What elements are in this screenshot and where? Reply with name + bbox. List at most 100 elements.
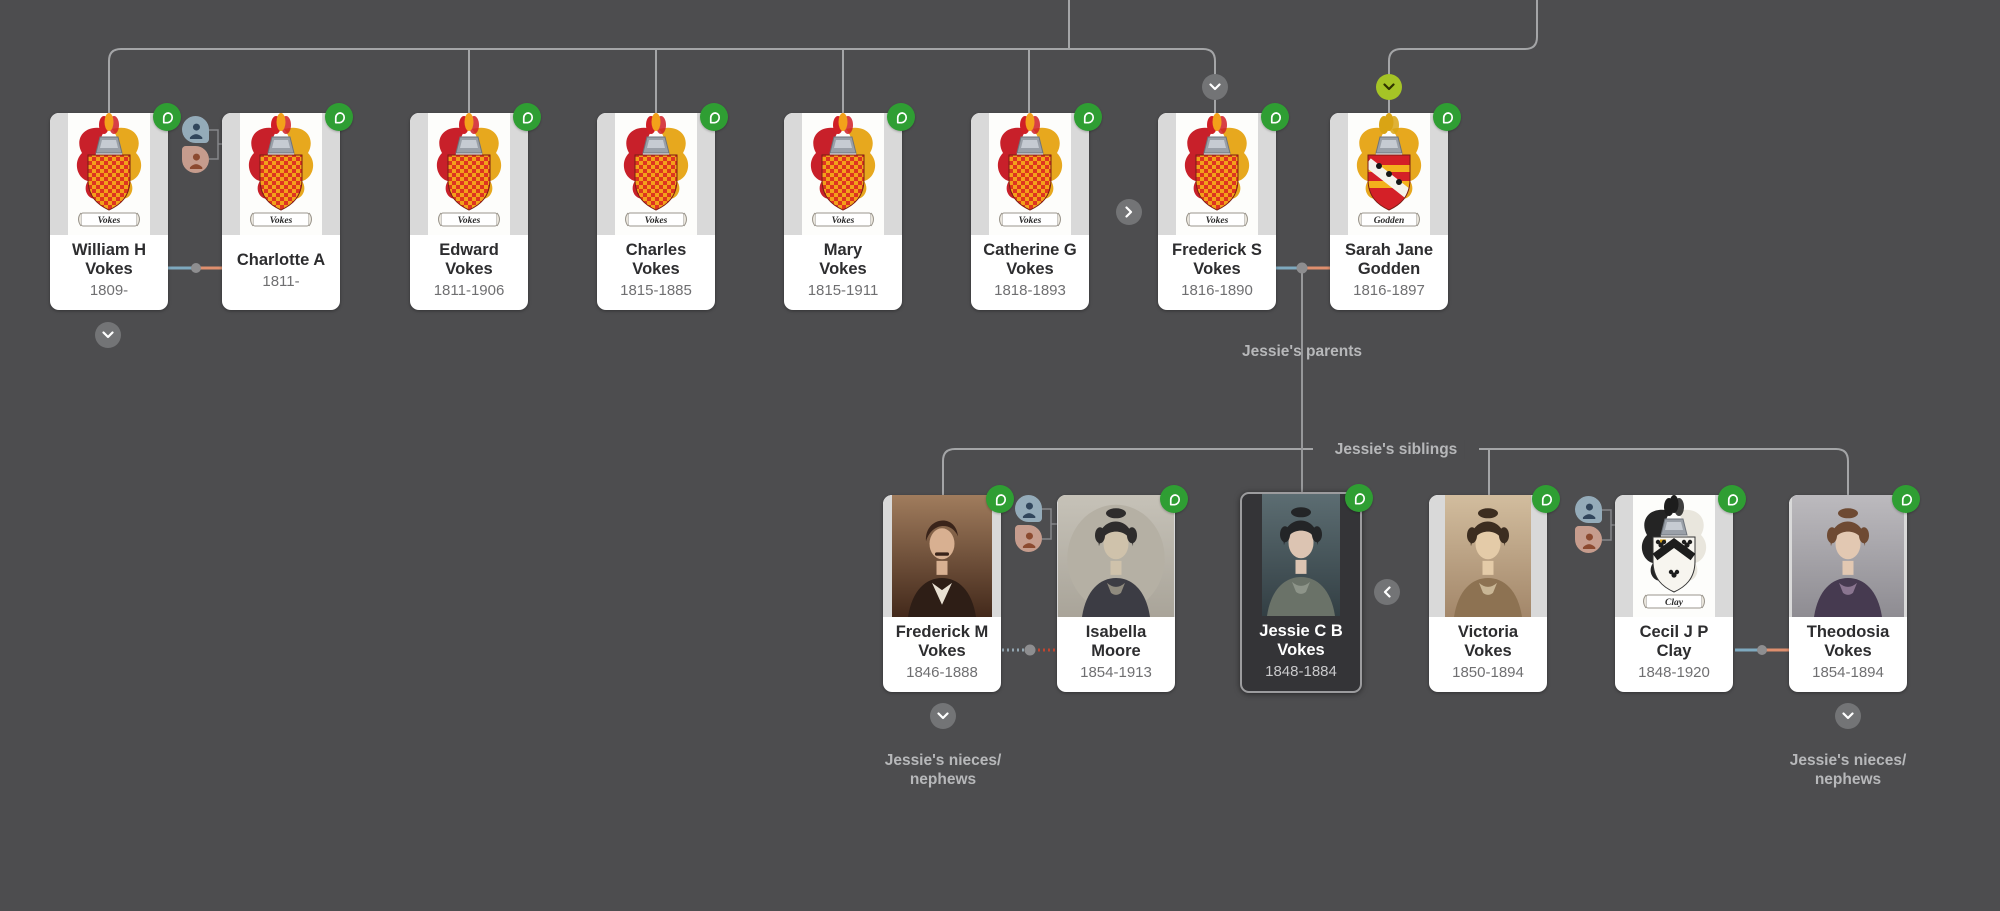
person-info: Charlotte A 1811- [222,235,340,310]
add-mother-icon[interactable] [1575,526,1602,553]
person-dates: 1846-1888 [906,664,978,681]
hint-leaf-icon[interactable] [1718,485,1746,513]
person-dates: 1854-1894 [1812,664,1884,681]
add-father-icon[interactable] [1015,495,1042,522]
label-jessies-nieces-right: Jessie's nieces/ nephews [1789,752,1907,788]
hint-leaf-icon[interactable] [1074,103,1102,131]
chevron-down-icon [1842,712,1854,720]
hint-leaf-icon[interactable] [325,103,353,131]
person-dates: 1811- [262,272,300,290]
expand-children-chevron-down[interactable] [95,322,121,348]
hint-leaf-icon[interactable] [513,103,541,131]
add-father-icon[interactable] [1575,496,1602,523]
person-icon [189,123,202,139]
hint-leaf-icon[interactable] [153,103,181,131]
add-parents-bracket [209,129,223,160]
person-dates: 1816-1897 [1353,282,1425,299]
add-mother-icon[interactable] [182,146,209,173]
hint-leaf-icon[interactable] [1532,485,1560,513]
chevron-left-icon [1383,586,1391,598]
label-jessies-nieces-left: Jessie's nieces/ nephews [884,752,1002,788]
person-dates: 1811-1906 [433,282,505,299]
show-spouse-chevron-right[interactable] [1116,199,1142,225]
person-icon [1022,502,1035,518]
show-spouse-chevron-left[interactable] [1374,579,1400,605]
svg-text:Vokes: Vokes [832,216,855,226]
hint-leaf-icon[interactable] [887,103,915,131]
collapse-ancestors-chevron-down[interactable] [1202,74,1228,100]
marriage-node [1296,262,1308,274]
person-icon [1022,532,1035,548]
coat-of-arms-image: Vokes [1158,113,1276,235]
hint-leaf-icon[interactable] [1160,485,1188,513]
hint-leaf-icon[interactable] [986,485,1014,513]
hint-leaf-icon[interactable] [1433,103,1461,131]
expand-children-chevron-down[interactable] [930,703,956,729]
coat-of-arms-image: Vokes [410,113,528,235]
svg-text:Vokes: Vokes [458,216,481,226]
expand-ancestors-chevron-down-lime[interactable] [1376,74,1402,100]
chevron-down-icon [937,712,949,720]
person-dates: 1848-1884 [1265,663,1337,680]
hint-leaf-icon[interactable] [1261,103,1289,131]
person-card-charlotte-a[interactable]: Vokes Charlotte A 1811- [222,103,353,310]
add-father-icon[interactable] [182,116,209,143]
add-parents-bracket [1602,509,1616,541]
svg-text:Clay: Clay [1665,598,1684,608]
hint-leaf-icon[interactable] [1345,484,1373,512]
svg-text:Godden: Godden [1374,216,1405,226]
label-jessies-siblings: Jessie's siblings [1327,440,1465,459]
hint-leaf-icon[interactable] [700,103,728,131]
person-dates: 1809- [89,282,129,299]
sarah-ancestor-line [1388,0,1538,113]
portrait-photo [1789,495,1907,617]
chevron-right-icon [1125,206,1133,218]
coat-of-arms-image: Godden [1330,113,1448,235]
person-icon [189,153,202,169]
svg-text:Vokes: Vokes [1206,216,1229,226]
portrait-photo [1242,494,1360,616]
coat-of-arms-image: Clay [1615,495,1733,617]
expand-children-chevron-down[interactable] [1835,703,1861,729]
person-name: Charlotte A [236,250,326,269]
chevron-down-icon [1383,83,1395,91]
hint-leaf-icon[interactable] [1892,485,1920,513]
person-dates: 1816-1890 [1181,282,1253,299]
add-mother-icon[interactable] [1015,525,1042,552]
person-dates: 1818-1893 [994,282,1066,299]
